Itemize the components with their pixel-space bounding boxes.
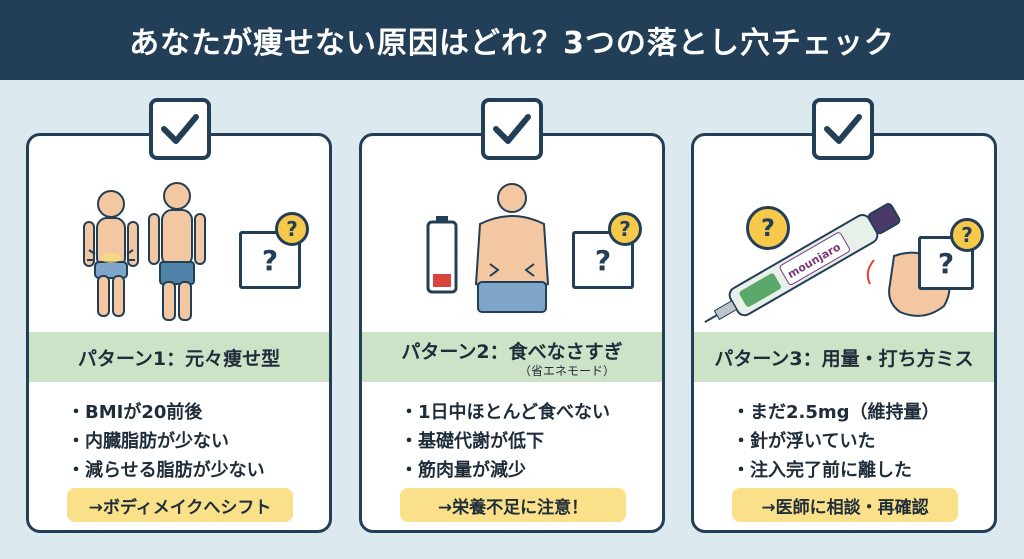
pattern-band: パターン1：元々痩せ型 [29,332,329,382]
bullet-item: ・基礎代謝が低下 [400,431,544,452]
question-mark: ? [619,217,631,241]
bullet-item: ・注入完了前に離した [732,460,912,481]
injection-pen-illustration: mounjaro [704,203,951,323]
battery-icon [426,216,458,294]
question-badge-icon: ? [608,212,642,246]
card-pattern-2: ? ? パターン2：食べなさすぎ （省エネモード） ・1日中ほとんど食べない ・… [359,133,665,533]
card-pattern-3: mounjaro ? ? ? パターン3：用量・打ち方ミス ・まだ2.5mg（維… [691,133,997,533]
check-icon [812,98,874,160]
advice-label: →ボディメイクへシフト [67,488,293,522]
check-icon [149,98,211,160]
question-badge-icon: ? [746,206,790,250]
bullet-item: ・1日中ほとんど食べない [400,402,610,423]
pattern-subtitle: （省エネモード） [518,363,615,378]
page-title: あなたが痩せない原因はどれ？3つの落とし穴チェック [129,26,895,61]
pattern-title: パターン3：用量・打ち方ミス [714,347,974,370]
bullet-list: ・まだ2.5mg（維持量） ・針が浮いていた ・注入完了前に離した [732,398,982,485]
question-badge-icon: ? [275,212,309,246]
pattern-title: パターン1：元々痩せ型 [77,347,281,370]
question-mark: ? [937,246,955,280]
check-icon [481,98,543,160]
question-mark: ? [594,243,612,277]
bullet-item: ・まだ2.5mg（維持量） [732,402,940,423]
question-badge-icon: ? [950,218,984,252]
question-mark: ? [261,243,279,277]
torso-icon [474,183,550,313]
bullet-item: ・筋肉量が減少 [400,460,526,481]
battery-torso-illustration [426,183,550,313]
pattern-band: パターン2：食べなさすぎ （省エネモード） [362,332,662,382]
bullet-item: ・内臓脂肪が少ない [67,431,229,452]
advice-label: →栄養不足に注意！ [400,488,626,522]
bullet-item: ・BMIが20前後 [67,402,203,423]
question-mark: ? [761,214,775,242]
injection-pen-icon: mounjaro [704,203,901,323]
pattern-band: パターン3：用量・打ち方ミス [694,332,994,382]
pattern-title: パターン2：食べなさすぎ [401,340,623,363]
card-pattern-1: ? ? パターン1：元々痩せ型 ・BMIが20前後 ・内臓脂肪が少ない ・減らせ… [26,133,332,533]
bullet-item: ・減らせる脂肪が少ない [67,460,265,481]
advice-label: →医師に相談・再確認 [732,488,958,522]
bullet-item: ・針が浮いていた [732,431,876,452]
bullet-list: ・1日中ほとんど食べない ・基礎代謝が低下 ・筋肉量が減少 [400,398,650,485]
bullet-list: ・BMIが20前後 ・内臓脂肪が少ない ・減らせる脂肪が少ない [67,398,317,485]
question-mark: ? [961,223,973,247]
header-banner: あなたが痩せない原因はどれ？3つの落とし穴チェック [0,0,1024,80]
body-figures-icon [83,182,206,321]
question-mark: ? [286,217,298,241]
question-icon: ? [239,231,301,289]
